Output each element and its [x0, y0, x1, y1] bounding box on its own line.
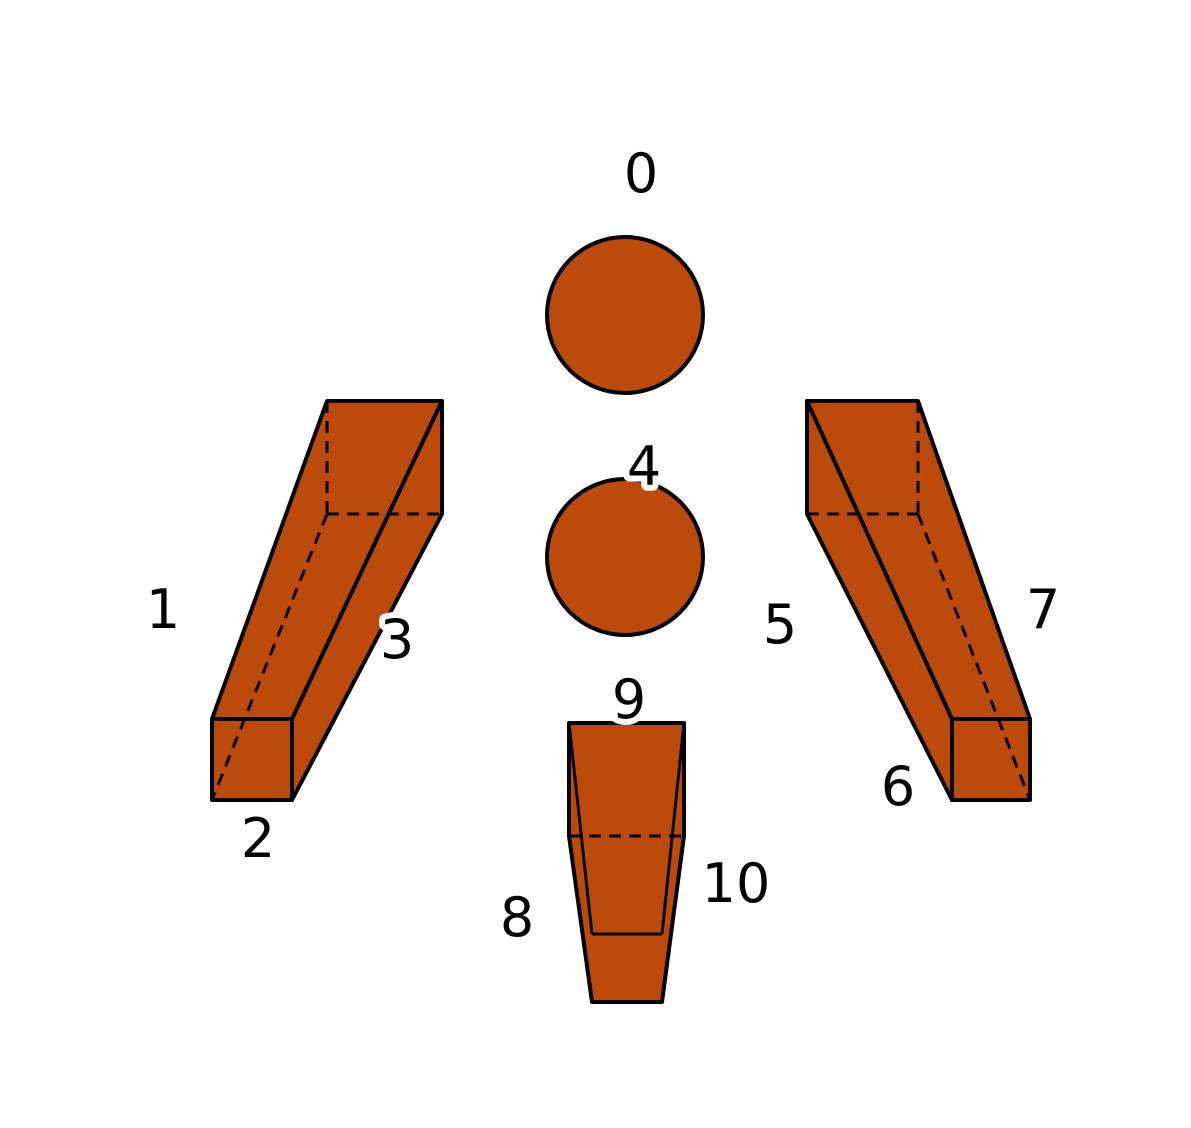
right-prism-end-face — [950, 717, 1032, 802]
label-7: 7 — [1026, 578, 1060, 641]
left-prism-end-face — [210, 717, 294, 802]
circle-middle-disc — [545, 477, 705, 637]
bottom-frustum-edge-left — [567, 722, 594, 935]
bottom-frustum-inner-right — [660, 835, 686, 1003]
left-prism — [210, 399, 444, 802]
circle-top-disc — [545, 235, 705, 395]
label-4: 4 — [627, 435, 661, 498]
label-8: 8 — [500, 886, 534, 949]
right-prism — [805, 399, 1032, 802]
label-9: 9 — [612, 668, 646, 731]
label-5: 5 — [763, 593, 797, 656]
circle-top — [545, 235, 705, 395]
label-0: 0 — [624, 142, 658, 205]
label-6: 6 — [881, 755, 915, 818]
label-10: 10 — [702, 852, 771, 915]
label-3: 3 — [380, 608, 414, 671]
bottom-frustum-edge-right — [660, 722, 686, 935]
left-prism-hidden-edges — [210, 401, 442, 801]
circle-middle — [545, 477, 705, 637]
bottom-frustum-inner-left — [567, 835, 594, 1003]
right-prism-hidden-edges — [807, 401, 1032, 801]
label-2: 2 — [241, 807, 275, 870]
label-1: 1 — [146, 578, 180, 641]
bottom-frustum — [567, 721, 686, 1004]
